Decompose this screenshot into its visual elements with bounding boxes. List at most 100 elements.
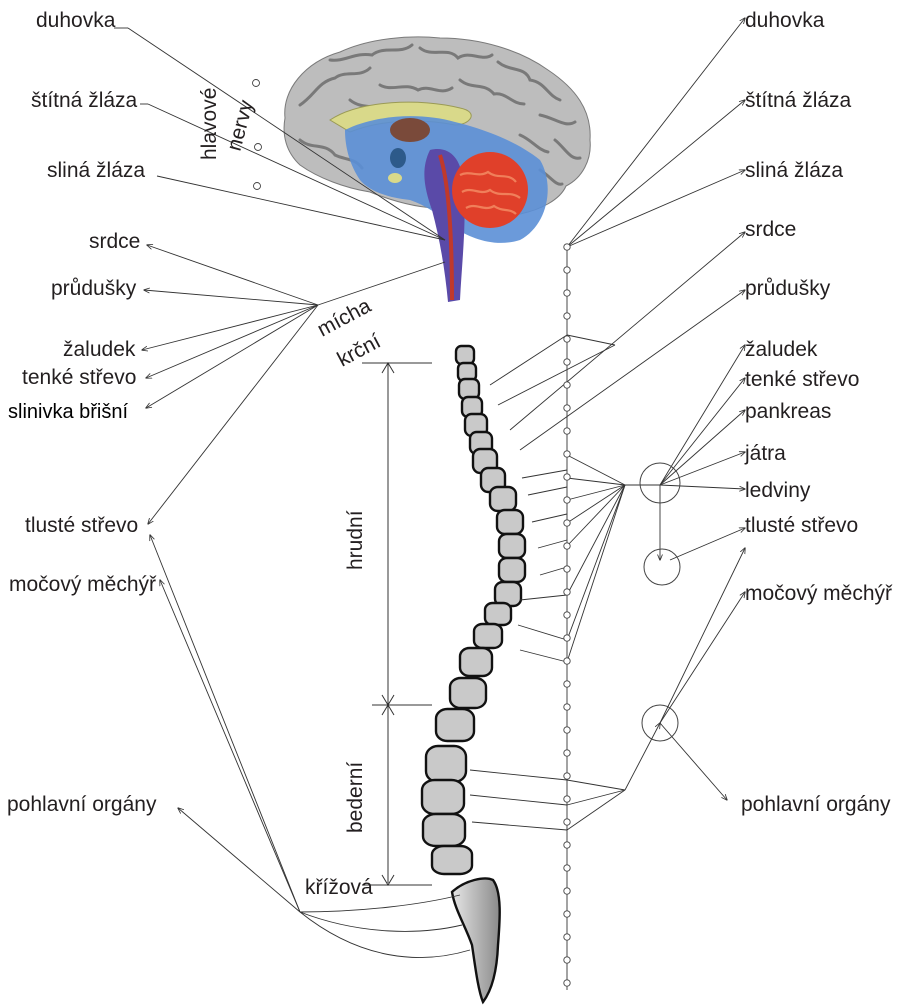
nerve-line: [660, 592, 745, 723]
left-label-stitna: štítná žláza: [31, 89, 138, 112]
cerebellum: [452, 152, 528, 228]
nerve-line: [300, 912, 462, 931]
vertebra: [432, 846, 472, 874]
right-label-stitna: štítná žláza: [745, 89, 852, 112]
nerve-line: [142, 305, 318, 350]
ganglion-node: [564, 658, 570, 664]
nerve-line: [520, 595, 567, 600]
nerve-line: [540, 567, 567, 575]
nerve-line: [567, 485, 625, 500]
vertebra: [499, 558, 525, 582]
nerve-line: [472, 822, 567, 830]
nerve-line: [470, 795, 567, 805]
nerve-line: [567, 485, 625, 640]
right-label-ledviny: ledviny: [745, 479, 811, 502]
ganglion-node: [564, 681, 570, 687]
left-label-srdce: srdce: [89, 230, 140, 253]
nerve-line: [160, 580, 300, 912]
nerve-line: [567, 485, 625, 662]
ganglion-node: [564, 405, 570, 411]
mesenteric-ganglion: [644, 549, 680, 585]
brain-illustration: [284, 37, 590, 302]
cranial-node: [253, 80, 260, 87]
right-label-prudusky: průdušky: [745, 277, 831, 300]
vertebra: [474, 624, 502, 648]
nerve-line: [522, 470, 567, 478]
right-label-tluste: tlusté střevo: [745, 514, 858, 537]
left-label-slinivka: slinivka břišní: [8, 401, 128, 423]
vertebra: [423, 814, 465, 846]
ganglion-node: [564, 934, 570, 940]
nerve-line: [146, 305, 318, 408]
vertebra: [456, 346, 474, 364]
nerve-line: [532, 514, 567, 522]
nerve-line: [470, 770, 567, 780]
cranial-node: [255, 144, 262, 151]
nerve-line: [625, 723, 660, 790]
nerve-line: [567, 18, 745, 247]
nerve-line: [148, 305, 318, 524]
nerve-line: [567, 455, 625, 485]
left-label-slina: sliná žláza: [47, 159, 145, 182]
ganglion-node: [564, 543, 570, 549]
ganglion-node: [564, 359, 570, 365]
vertebra: [426, 746, 466, 782]
left-label-tenke: tenké střevo: [22, 366, 136, 389]
left-label-mocovy: močový měchýř: [9, 573, 157, 596]
ganglion-node: [564, 819, 570, 825]
ganglion-node: [564, 704, 570, 710]
ganglion-node: [564, 382, 570, 388]
nerve-line: [520, 650, 567, 662]
nerve-line: [567, 335, 615, 345]
nerve-line: [150, 535, 300, 912]
ganglion-node: [564, 957, 570, 963]
right-label-zaludek: žaludek: [745, 338, 818, 361]
ganglion-node: [564, 497, 570, 503]
right-label-jatra: játra: [744, 442, 786, 465]
nerve-line: [567, 485, 625, 546]
ganglion-node: [564, 865, 570, 871]
ganglion-node: [564, 589, 570, 595]
label-krizova: křížová: [305, 876, 373, 899]
nerve-line: [528, 487, 567, 495]
ganglion-node: [564, 980, 570, 986]
right-label-mocovy: močový měchýř: [745, 582, 893, 605]
nerve-line: [660, 345, 745, 485]
right-label-pohlavni: pohlavní orgány: [741, 793, 891, 816]
left-label-duhovka: duhovka: [36, 9, 116, 32]
ganglion-node: [564, 520, 570, 526]
ganglion-node: [564, 428, 570, 434]
nerve-line: [567, 485, 625, 523]
nerve-line: [567, 170, 745, 247]
right-label-slina: sliná žláza: [745, 159, 843, 182]
nerve-line: [567, 790, 625, 830]
nerve-line: [146, 305, 318, 378]
nerve-line: [660, 485, 745, 489]
nerve-line: [660, 410, 745, 485]
ganglion-node: [564, 727, 570, 733]
ganglion-node: [564, 474, 570, 480]
ganglion-node: [564, 750, 570, 756]
right-label-duhovka: duhovka: [745, 9, 825, 32]
label-hrudni: hrudní: [344, 510, 367, 570]
nerve-line: [490, 335, 567, 385]
nerve-line: [538, 540, 567, 548]
nerve-line: [318, 262, 445, 305]
nerve-line: [518, 625, 567, 640]
ganglion-node: [564, 451, 570, 457]
vertebra: [497, 510, 523, 534]
nerve-line: [567, 780, 625, 790]
nerve-line: [660, 548, 745, 723]
nerve-line: [567, 100, 745, 247]
left-label-prudusky: průdušky: [51, 277, 137, 300]
nerve-line: [498, 345, 615, 405]
nerve-line: [144, 290, 318, 305]
nerve-line: [567, 478, 625, 485]
vertebral-column: [422, 346, 525, 874]
left-label-tluste: tlusté střevo: [25, 514, 138, 537]
vertebra: [460, 648, 492, 676]
cranial-node: [254, 183, 261, 190]
vertebra: [485, 603, 511, 625]
label-bederni: bederní: [344, 762, 367, 833]
ganglion-node: [564, 888, 570, 894]
